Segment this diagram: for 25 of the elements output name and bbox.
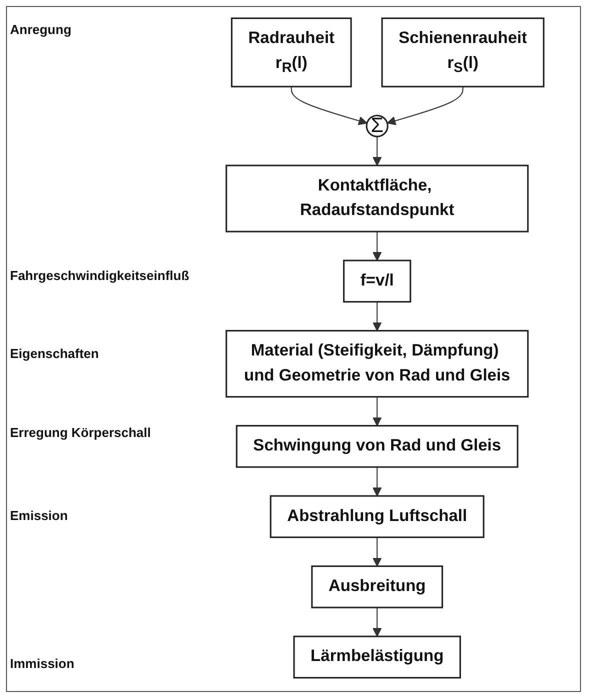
node-box: Lärmbelästigung	[293, 636, 461, 679]
arrow	[372, 302, 382, 332]
arrow	[372, 396, 382, 426]
arrow	[372, 232, 382, 261]
row-label: Erregung Körperschall	[10, 425, 151, 440]
row-label: Anregung	[10, 22, 72, 37]
node-box: Radrauheit r$_{R}$(l)	[230, 17, 352, 88]
arrow	[386, 86, 464, 126]
node-box: Material (Steifigkeit, Dämpfung) und Geometrie von Rad und Gleis	[226, 330, 529, 398]
arrow	[372, 608, 382, 637]
node-box: Schienenrauheit r$_{S}$(l)	[381, 17, 544, 88]
node-box: Schwingung von Rad und Gleis	[236, 424, 518, 468]
row-label: Emission	[10, 508, 68, 523]
node-box: Ausbreitung	[311, 565, 444, 608]
node-box: Abstrahlung Luftschall	[270, 495, 484, 538]
arrow	[372, 136, 382, 166]
arrow	[372, 537, 382, 567]
arrow	[372, 467, 382, 496]
arrow	[290, 86, 368, 126]
node-box: Kontaktfläche, Radaufstandspunkt	[226, 164, 529, 232]
row-label: Fahrgeschwindigkeitseinfluß	[10, 268, 190, 283]
row-label: Eigenschaften	[10, 346, 99, 361]
node-box: f=v/l	[343, 260, 412, 303]
row-label: Immission	[10, 656, 74, 671]
node-circle: Σ	[366, 114, 388, 138]
